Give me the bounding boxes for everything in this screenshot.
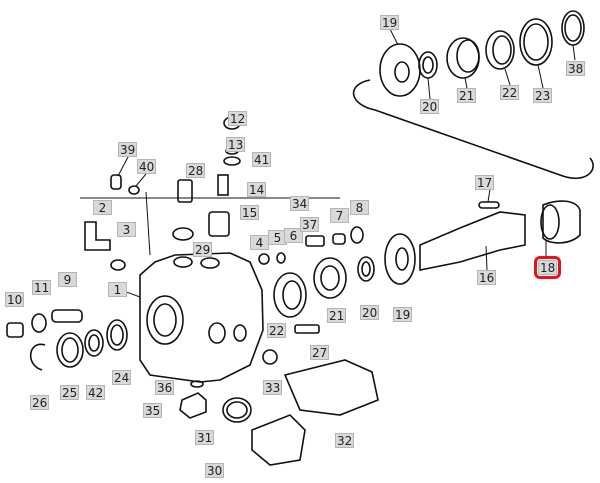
callout-label-7: 7 bbox=[330, 208, 349, 223]
callout-label-40: 40 bbox=[137, 159, 157, 174]
callout-label-22: 22 bbox=[500, 85, 520, 100]
callout-label-18: 18 bbox=[533, 256, 562, 279]
callout-label-16: 16 bbox=[477, 270, 497, 285]
callout-label-36: 36 bbox=[155, 380, 175, 395]
callout-label-39: 39 bbox=[118, 142, 138, 157]
callout-label-38: 38 bbox=[566, 61, 586, 76]
upper-parts bbox=[352, 10, 594, 180]
callout-label-6: 6 bbox=[284, 228, 303, 243]
callout-label-20: 20 bbox=[360, 305, 380, 320]
callout-label-10: 10 bbox=[5, 292, 25, 307]
leader-lines bbox=[117, 28, 576, 298]
callout-label-19: 19 bbox=[380, 15, 400, 30]
callout-label-28: 28 bbox=[186, 163, 206, 178]
callout-label-25: 25 bbox=[60, 385, 80, 400]
callout-label-41: 41 bbox=[252, 152, 272, 167]
callout-label-12: 12 bbox=[228, 111, 248, 126]
callout-label-34: 34 bbox=[290, 196, 310, 211]
callout-label-31: 31 bbox=[195, 430, 215, 445]
callout-label-15: 15 bbox=[240, 205, 260, 220]
callout-label-27: 27 bbox=[310, 345, 330, 360]
callout-label-8: 8 bbox=[350, 200, 369, 215]
callout-label-13: 13 bbox=[226, 137, 246, 152]
lower-left-parts bbox=[6, 309, 379, 466]
callout-label-26: 26 bbox=[30, 395, 50, 410]
callout-label-4: 4 bbox=[250, 235, 269, 250]
callout-label-14: 14 bbox=[247, 182, 267, 197]
callout-label-22: 22 bbox=[267, 323, 287, 338]
callout-label-21: 21 bbox=[457, 88, 477, 103]
callout-label-32: 32 bbox=[335, 433, 355, 448]
callout-label-42: 42 bbox=[86, 385, 106, 400]
callout-label-21: 21 bbox=[327, 308, 347, 323]
callout-label-33: 33 bbox=[263, 380, 283, 395]
callout-label-3: 3 bbox=[117, 222, 136, 237]
callout-label-9: 9 bbox=[58, 272, 77, 287]
callout-label-20: 20 bbox=[420, 99, 440, 114]
callout-label-35: 35 bbox=[143, 403, 163, 418]
callout-label-19: 19 bbox=[393, 307, 413, 322]
pump-housing bbox=[139, 252, 264, 383]
callout-label-1: 1 bbox=[108, 282, 127, 297]
callout-label-29: 29 bbox=[193, 242, 213, 257]
callout-label-2: 2 bbox=[93, 200, 112, 215]
callout-label-11: 11 bbox=[32, 280, 52, 295]
callout-label-17: 17 bbox=[475, 175, 495, 190]
mid-parts bbox=[80, 116, 581, 334]
callout-label-37: 37 bbox=[300, 217, 320, 232]
callout-label-24: 24 bbox=[112, 370, 132, 385]
callout-label-30: 30 bbox=[205, 463, 225, 478]
callout-label-23: 23 bbox=[533, 88, 553, 103]
